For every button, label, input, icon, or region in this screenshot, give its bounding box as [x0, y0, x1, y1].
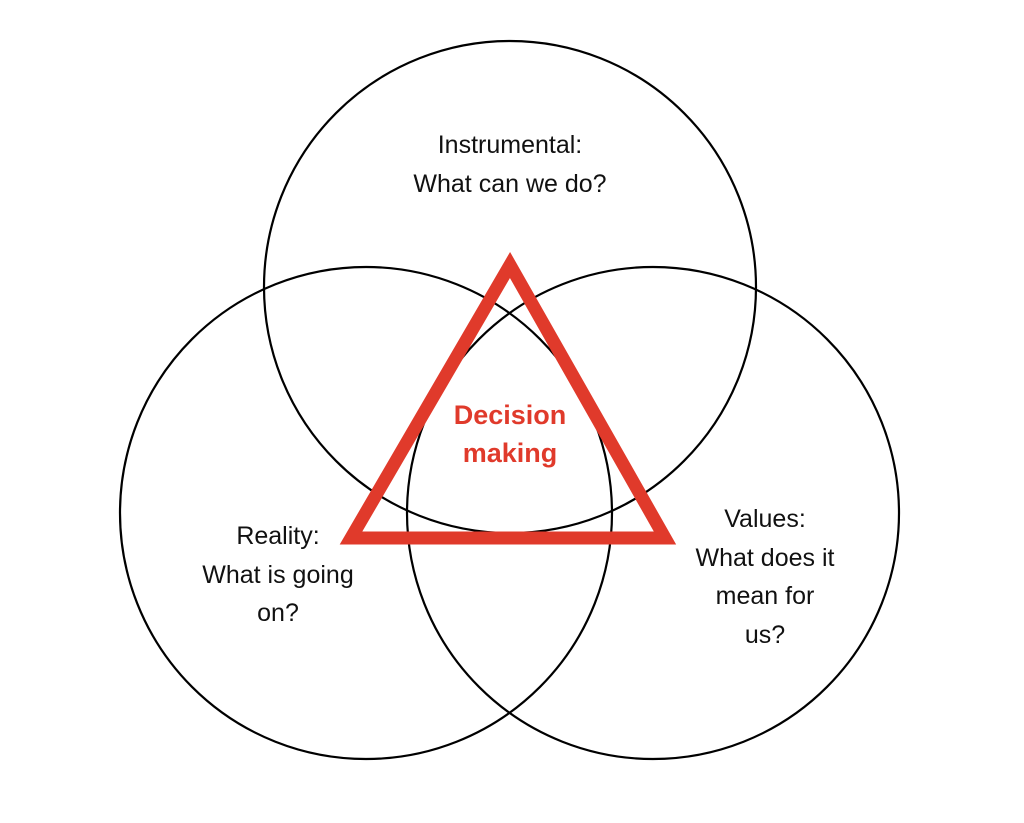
values-label-line1: Values:: [724, 505, 806, 533]
reality-label-line1: Reality:: [236, 522, 319, 550]
reality-circle: [118, 265, 614, 761]
instrumental-label-line2: What can we do?: [413, 170, 606, 198]
instrumental-label-line1: Instrumental:: [438, 131, 583, 159]
values-label-line2: What does it: [696, 544, 835, 572]
values-label-line3: mean for: [716, 582, 815, 610]
reality-label-line3: on?: [257, 599, 299, 627]
reality-label-line2: What is going: [202, 561, 353, 589]
center-label-line2: making: [463, 438, 558, 468]
center-label-line1: Decision: [454, 400, 567, 430]
values-circle: [405, 265, 901, 761]
values-label-line4: us?: [745, 621, 785, 649]
decision-triangle: [339, 251, 677, 545]
